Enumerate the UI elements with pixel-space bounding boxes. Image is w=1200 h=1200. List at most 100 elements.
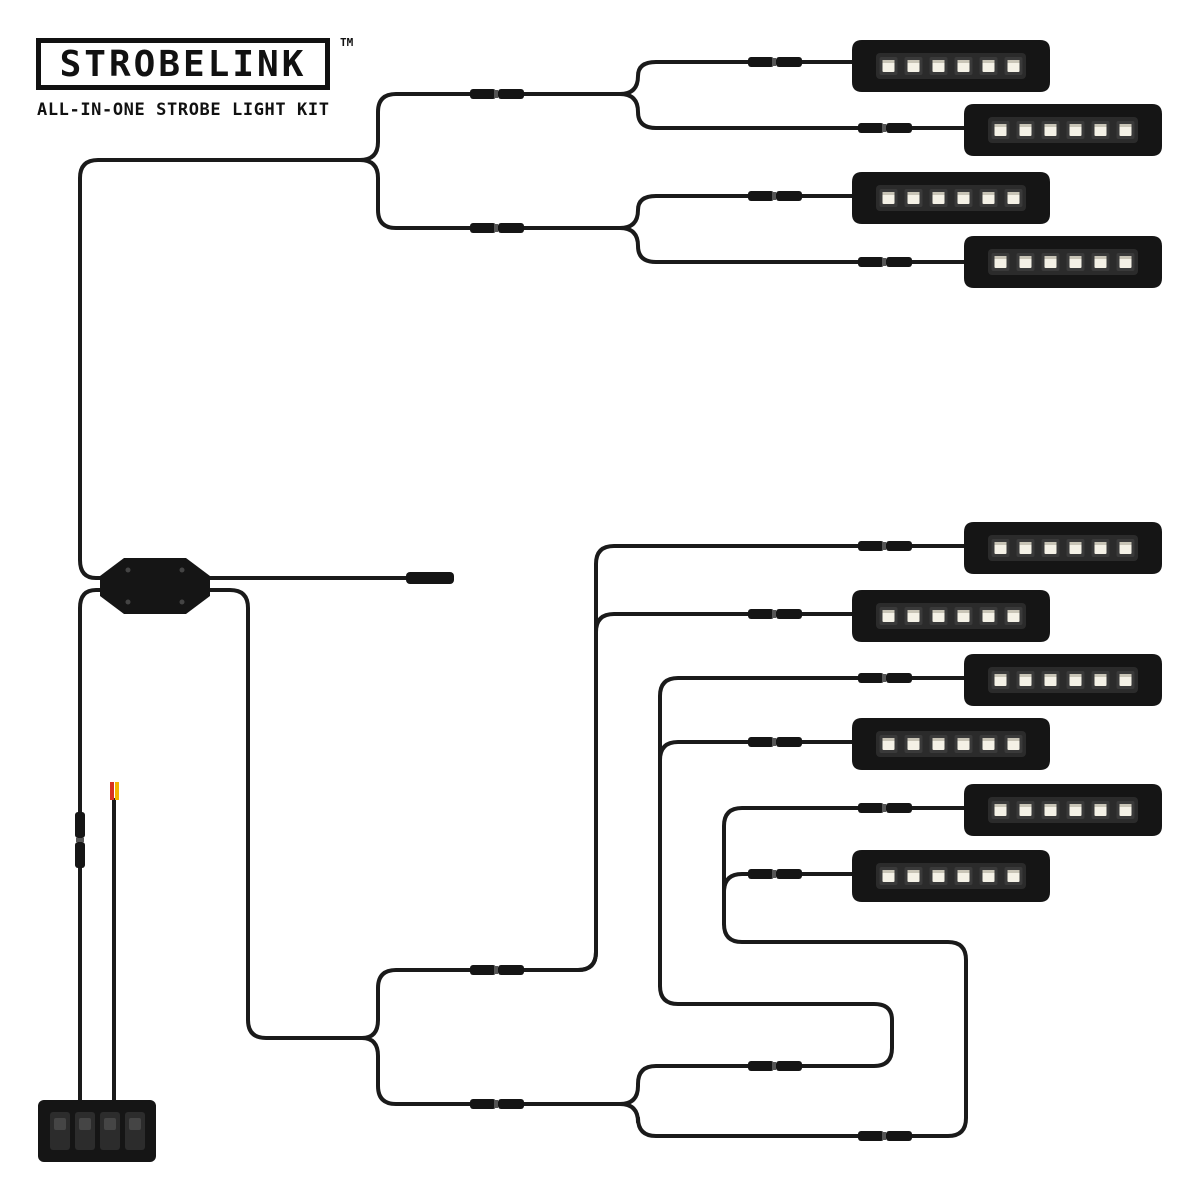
led-chip xyxy=(1116,671,1135,689)
led-chip xyxy=(1004,189,1023,207)
led-chip xyxy=(1066,671,1085,689)
led-chip xyxy=(1016,801,1035,819)
cable-connector xyxy=(748,869,802,879)
strobe-light xyxy=(964,784,1162,836)
led-chip xyxy=(929,57,948,75)
led-chip xyxy=(879,867,898,885)
led-chip xyxy=(979,57,998,75)
cable-connector xyxy=(858,673,912,683)
strobe-light xyxy=(852,718,1050,770)
led-chip xyxy=(1016,671,1035,689)
led-chip xyxy=(954,735,973,753)
cable-bottom-6 xyxy=(722,872,864,926)
led-chip xyxy=(929,189,948,207)
led-chip xyxy=(954,189,973,207)
led-chip xyxy=(1066,539,1085,557)
cable-bottom-4 xyxy=(658,740,864,988)
led-chip xyxy=(991,801,1010,819)
strobe-light xyxy=(964,522,1162,574)
led-chip xyxy=(1091,253,1110,271)
strobe-light xyxy=(964,104,1162,156)
cable-connector xyxy=(75,812,85,868)
led-chip xyxy=(904,867,923,885)
screw-icon xyxy=(179,567,185,573)
cable-trunk-top xyxy=(78,60,864,580)
led-chip xyxy=(1004,57,1023,75)
screw-icon xyxy=(125,567,131,573)
led-chip xyxy=(904,189,923,207)
led-chip xyxy=(1041,253,1060,271)
cable-bottom-3 xyxy=(360,676,976,1106)
led-chip xyxy=(904,57,923,75)
cable-connector xyxy=(748,609,802,619)
trademark-mark: TM xyxy=(340,36,354,49)
led-chip xyxy=(1066,121,1085,139)
screw-icon xyxy=(179,599,185,605)
led-chip xyxy=(979,867,998,885)
led-chip xyxy=(1066,253,1085,271)
led-chip xyxy=(1116,801,1135,819)
led-chip xyxy=(1041,801,1060,819)
cable-connector xyxy=(858,1131,912,1141)
led-chip xyxy=(991,539,1010,557)
led-chip xyxy=(954,57,973,75)
led-chip xyxy=(1091,801,1110,819)
cable-to-switch xyxy=(78,588,114,1102)
led-chip xyxy=(1041,671,1060,689)
strobe-light xyxy=(852,172,1050,224)
led-chip xyxy=(1116,253,1135,271)
control-module xyxy=(100,558,210,614)
brand-logo: STROBELINK xyxy=(36,38,330,90)
led-chip xyxy=(879,57,898,75)
rocker-switch-button xyxy=(125,1112,145,1150)
cable-connector xyxy=(748,1061,802,1071)
led-chip xyxy=(1116,539,1135,557)
cable-connector xyxy=(858,803,912,813)
led-chip xyxy=(991,253,1010,271)
cable-connector xyxy=(858,257,912,267)
led-chip xyxy=(879,735,898,753)
brand-subtitle: ALL-IN-ONE STROBE LIGHT KIT xyxy=(37,100,330,120)
strobe-light xyxy=(964,236,1162,288)
rocker-switch-button xyxy=(75,1112,95,1150)
aux-connector xyxy=(406,572,454,584)
cable-connector xyxy=(748,737,802,747)
cable-top-1b xyxy=(618,92,976,130)
cable-bottom-5 xyxy=(618,806,976,1138)
strobe-light xyxy=(852,590,1050,642)
strobe-light xyxy=(852,850,1050,902)
led-chip xyxy=(904,607,923,625)
cable-connector xyxy=(858,541,912,551)
led-chip xyxy=(991,671,1010,689)
cable-bottom-2 xyxy=(576,612,864,972)
switch-panel xyxy=(38,1100,156,1162)
cable-connector xyxy=(470,223,524,233)
led-chip xyxy=(1016,539,1035,557)
led-chip xyxy=(979,189,998,207)
led-chip xyxy=(1016,253,1035,271)
cable-top-2b xyxy=(618,226,976,264)
strobe-light xyxy=(964,654,1162,706)
led-chip xyxy=(1041,121,1060,139)
power-wire xyxy=(110,782,119,800)
led-chip xyxy=(1041,539,1060,557)
led-chip xyxy=(1066,801,1085,819)
led-chip xyxy=(929,607,948,625)
rocker-switch-button xyxy=(100,1112,120,1150)
led-chip xyxy=(879,607,898,625)
led-chip xyxy=(954,607,973,625)
led-chip xyxy=(979,735,998,753)
led-chip xyxy=(1004,735,1023,753)
led-chip xyxy=(979,607,998,625)
strobe-light xyxy=(852,40,1050,92)
led-chip xyxy=(1004,867,1023,885)
rocker-switch-button xyxy=(50,1112,70,1150)
cable-connector xyxy=(748,57,802,67)
led-chip xyxy=(991,121,1010,139)
cable-connector xyxy=(858,123,912,133)
led-chip xyxy=(1091,539,1110,557)
cable-connector xyxy=(470,89,524,99)
led-chip xyxy=(954,867,973,885)
